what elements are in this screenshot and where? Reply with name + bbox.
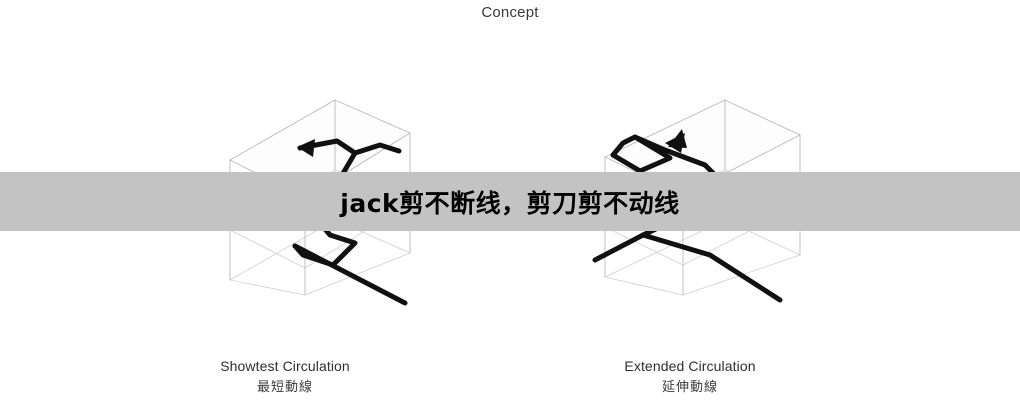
caption-extended-chinese: 延伸動線 bbox=[661, 379, 718, 394]
caption-showtest-chinese: 最短動線 bbox=[256, 379, 313, 394]
watermark-banner-text: jack剪不断线，剪刀剪不动线 bbox=[340, 188, 680, 218]
watermark-banner: jack剪不断线，剪刀剪不动线 bbox=[0, 172, 1020, 231]
caption-showtest-circulation: Showtest Circulation 最短動線 bbox=[125, 357, 445, 396]
caption-extended-circulation: Extended Circulation 延伸動線 bbox=[530, 357, 850, 396]
route-arrow-head-upper-icon bbox=[668, 129, 687, 148]
route-arrow-icon bbox=[297, 139, 315, 157]
caption-extended-english: Extended Circulation bbox=[624, 358, 756, 374]
page-title: Concept bbox=[481, 4, 539, 21]
caption-showtest-english: Showtest Circulation bbox=[220, 358, 350, 374]
